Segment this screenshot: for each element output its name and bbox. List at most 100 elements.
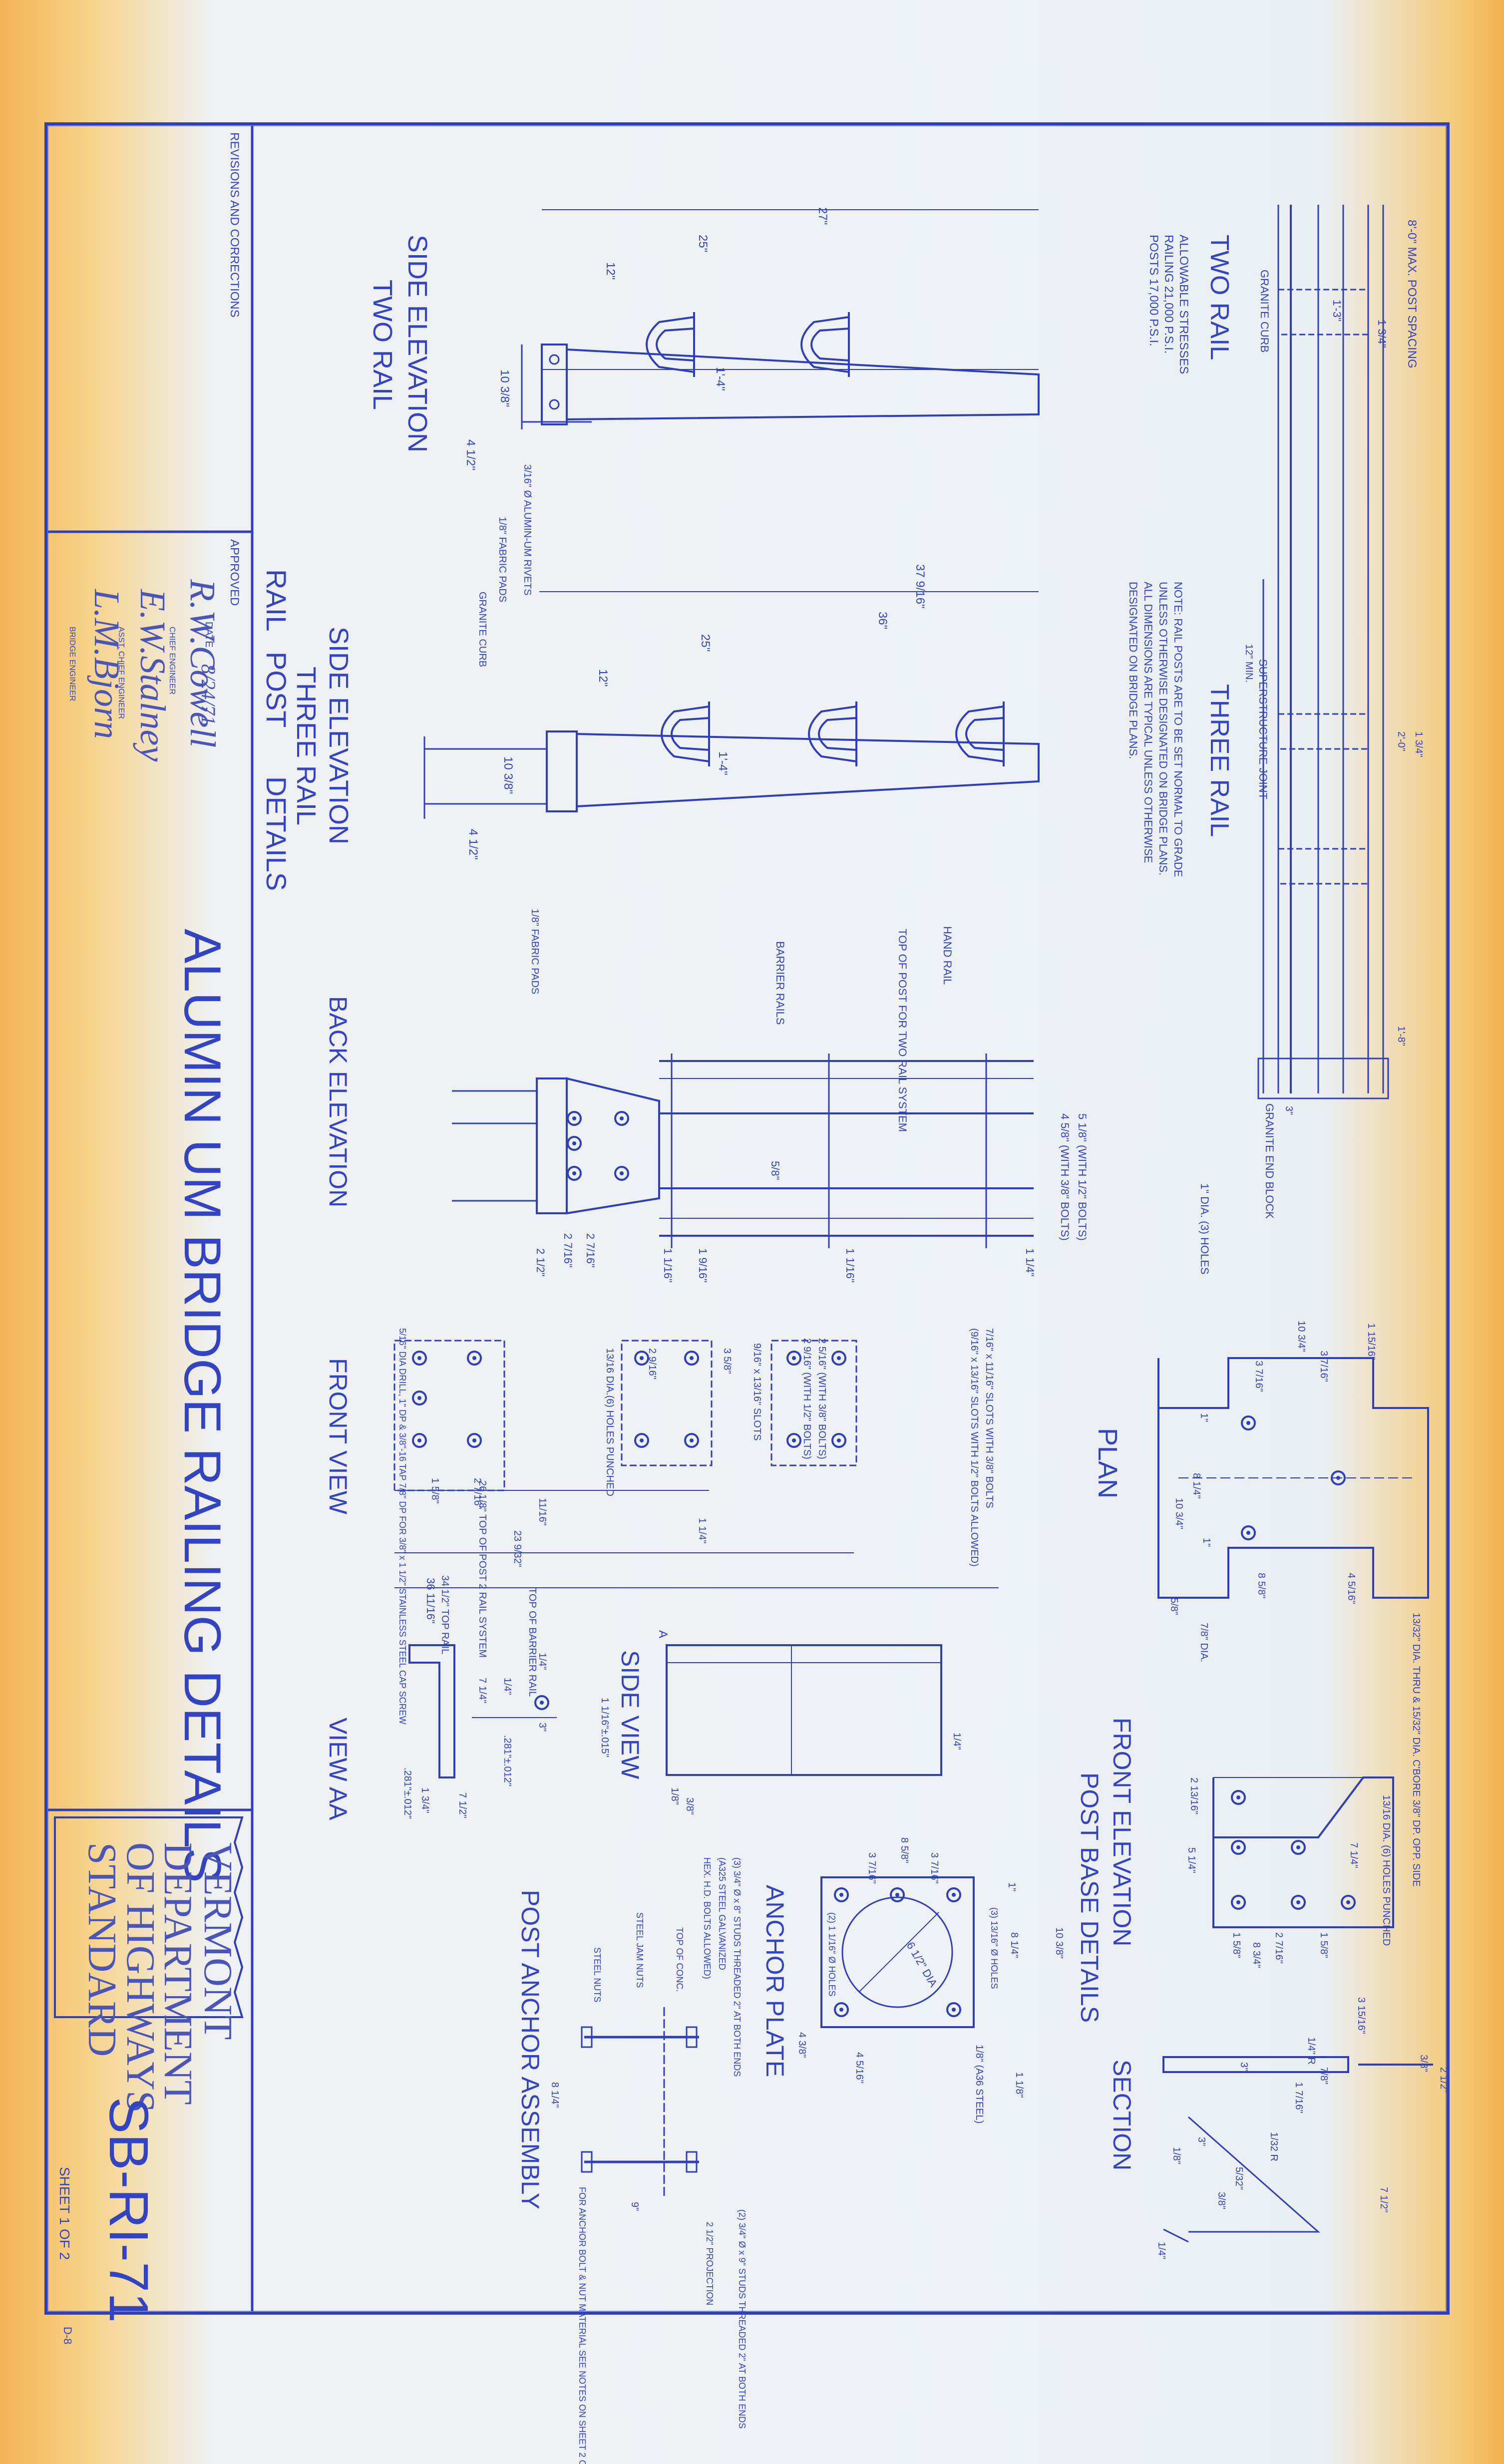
back-dim-5: 5/8" (769, 1161, 781, 1180)
anchor-plate-label-1: (3) 3/4" Ø x 8" STUDS THREADED 2" AT BOT… (732, 1857, 742, 2077)
two-rail-stress-3: POSTS 17,000 P.S.I. (1147, 235, 1160, 347)
section-title: SECTION (1108, 2060, 1136, 2170)
back-label-barrier: BARRIER RAILS (774, 941, 786, 1025)
section-dim-12: 1 7/16" (1293, 2082, 1304, 2113)
front-view-dim-1: 2 5/16" (WITH 3/8" BOLTS) (816, 1338, 827, 1459)
front-elev-dim-7: 1 5/8" (1318, 1932, 1329, 1958)
plan-dim-8: 7/8" DIA. (1198, 1623, 1209, 1662)
post-anchor-label-6: FOR ANCHOR BOLT & NUT MATERIAL SEE NOTES… (577, 2187, 587, 2464)
sheet-number: SB-RI-71 (98, 2097, 159, 2323)
side-view-drawing (666, 1644, 942, 1776)
anchor-plate-label-4: (2) 1 1/16" Ø HOLES (827, 1912, 837, 1996)
front-elev-title-1: FRONT ELEVATION (1108, 1718, 1136, 1946)
front-view-dim-7: 2 7/16" (472, 1478, 483, 1509)
date-label: DATE (203, 622, 214, 648)
side-two-dim-10: 10 3/8" (498, 369, 511, 407)
side-three-dim-6: 4 1/2" (466, 829, 480, 860)
two-rail-dim-spacing: 8'-0" MAX. POST SPACING (1405, 220, 1419, 368)
three-rail-dim-3: 1 3/4" (1413, 731, 1424, 757)
anchor-plate-dim-4: 10 3/8" (1054, 1927, 1065, 1959)
sheet-border (44, 122, 1450, 2315)
front-view-dim-3: 3 5/8" (722, 1348, 733, 1374)
section-dim-1: 3/8" (1418, 2055, 1429, 2072)
view-aa-drawing (408, 1644, 557, 1778)
section-dim-3: 3 15/16" (1356, 1997, 1367, 2034)
back-dim-6: 2 7/16" (584, 1233, 597, 1268)
front-elev-title-2: POST BASE DETAILS (1076, 1772, 1104, 2023)
anchor-plate-dim-1: 8 5/8" (899, 1837, 910, 1863)
plan-title: PLAN (1093, 1428, 1123, 1498)
post-anchor-assembly-drawing (581, 2007, 699, 2197)
three-rail-note-3: ALL DIMENSIONS ARE TYPICAL UNLESS OTHERW… (1142, 582, 1154, 863)
back-elevation-title: BACK ELEVATION (324, 996, 352, 1207)
anchor-plate-dim-7: 4 3/8" (796, 2032, 807, 2058)
front-view-dim-10: TOP OF BARRIER RAIL (527, 1588, 538, 1697)
side-two-dim-1-4: 1'-4" (714, 367, 727, 391)
side-three-dim-5: 10 3/8" (501, 756, 515, 794)
plan-dim-3: 3 7/16" (1253, 1361, 1264, 1392)
back-dim-7: 2 1/2" (534, 1248, 547, 1277)
front-view-dim-2: 2 9/16" (WITH 1/2" BOLTS) (801, 1338, 812, 1459)
post-anchor-dim-1: 8 1/4" (549, 2082, 560, 2108)
anchor-plate-dim-3: 3 7/16" (929, 1852, 940, 1884)
two-rail-stress-1: ALLOWABLE STRESSES (1177, 235, 1190, 374)
two-rail-title: TWO RAIL (1205, 235, 1234, 360)
side-three-title-2: THREE RAIL (291, 667, 321, 825)
anchor-plate-dim-9: 1 1/8" (1014, 2072, 1025, 2098)
front-view-title: FRONT VIEW (324, 1358, 352, 1515)
front-elev-dim-3: 5 1/4" (1186, 1847, 1197, 1873)
section-dim-2: 2 1/2" (1438, 2067, 1449, 2093)
section-dim-6: 1/32 R (1268, 2132, 1279, 2161)
side-three-dim-4: 12" (596, 669, 610, 687)
anchor-plate-drawing (820, 1876, 975, 2028)
title-block (48, 126, 254, 2311)
section-dim-13: 7/8" (1318, 2067, 1329, 2085)
department-line-3: OF HIGHWAYS (118, 1842, 162, 2113)
view-aa-marker: A (656, 1630, 670, 1638)
back-elevation-drawing (452, 1054, 1034, 1248)
front-view-dim-8: 1 5/8" (429, 1478, 440, 1504)
side-two-pads: 1/8" FABRIC PADS (497, 517, 508, 602)
granite-end-block: GRANITE END BLOCK (1263, 1103, 1276, 1219)
department-line-4: STANDARD (80, 1842, 124, 2057)
back-dim-4: 1 1/16" (844, 1248, 856, 1283)
side-three-dim-3: 25" (699, 634, 712, 652)
signature-bridge: L.M.Bjorn (87, 589, 127, 739)
subtitle-details: DETAILS (261, 776, 292, 891)
two-rail-dim-2: 1'-3" (1331, 300, 1343, 322)
signature-title-2: ASST. CHIEF ENGINEER (117, 627, 125, 719)
view-aa-dim-3: 3" (537, 1723, 548, 1732)
view-aa-dim-8: .281"±.012" (402, 1767, 413, 1819)
plan-dim-11: 5/8" (1168, 1598, 1179, 1615)
approved-label: APPROVED (228, 539, 241, 606)
section-dim-7: 5/32" (1233, 2167, 1244, 2190)
section-dim-14: 1/4" (1156, 2242, 1167, 2259)
view-aa-dim-4: 7 1/4" (477, 1678, 488, 1704)
three-rail-dim-5: 3" (1283, 1106, 1294, 1115)
plan-label-cbore: 13/32" DIA. THRU & 15/32" DIA. C'BORE 3/… (1411, 1613, 1422, 1887)
side-two-rivets: 3/16" Ø ALUMIN-UM RIVETS (522, 464, 533, 596)
subtitle-rail: RAIL (261, 569, 292, 632)
front-elev-holes: 13/16 DIA. (6) HOLES PUNCHED (1381, 1795, 1392, 1946)
front-view-drawing (393, 1340, 999, 1588)
post-anchor-label-1: TOP OF CONC. (675, 1927, 685, 1992)
department-stamp-frame (54, 1816, 244, 2018)
front-elev-dim-1: 7 1/4" (1348, 1842, 1359, 1868)
signature-title-3: BRIDGE ENGINEER (68, 627, 76, 701)
view-aa-title: VIEW AA (324, 1718, 352, 1820)
front-view-dim-4: 2 9/16" (647, 1348, 658, 1380)
three-rail-title: THREE RAIL (1205, 684, 1234, 837)
back-dim-9: 1 9/16" (697, 1248, 709, 1283)
section-drawing (1162, 2056, 1433, 2243)
front-view-dim-6: 11/16" (537, 1498, 548, 1526)
post-anchor-label-4: (2) 3/4" Ø x 9" STUDS THREADED 2" AT BOT… (737, 2209, 747, 2429)
side-two-dim-27: 27" (816, 207, 829, 225)
two-three-rail-plan (1257, 205, 1389, 1099)
front-elev-dim-6: 8 3/4" (1251, 1942, 1262, 1968)
anchor-plate-title: ANCHOR PLATE (761, 1885, 789, 2077)
side-three-curb: GRANITE CURB (477, 592, 488, 667)
side-three-title-1: SIDE ELEVATION (324, 627, 354, 844)
section-dim-5: 7 1/2" (1378, 2187, 1389, 2213)
front-elev-dim-4: 2 7/16" (1273, 1932, 1284, 1964)
side-view-title: SIDE VIEW (616, 1650, 644, 1779)
